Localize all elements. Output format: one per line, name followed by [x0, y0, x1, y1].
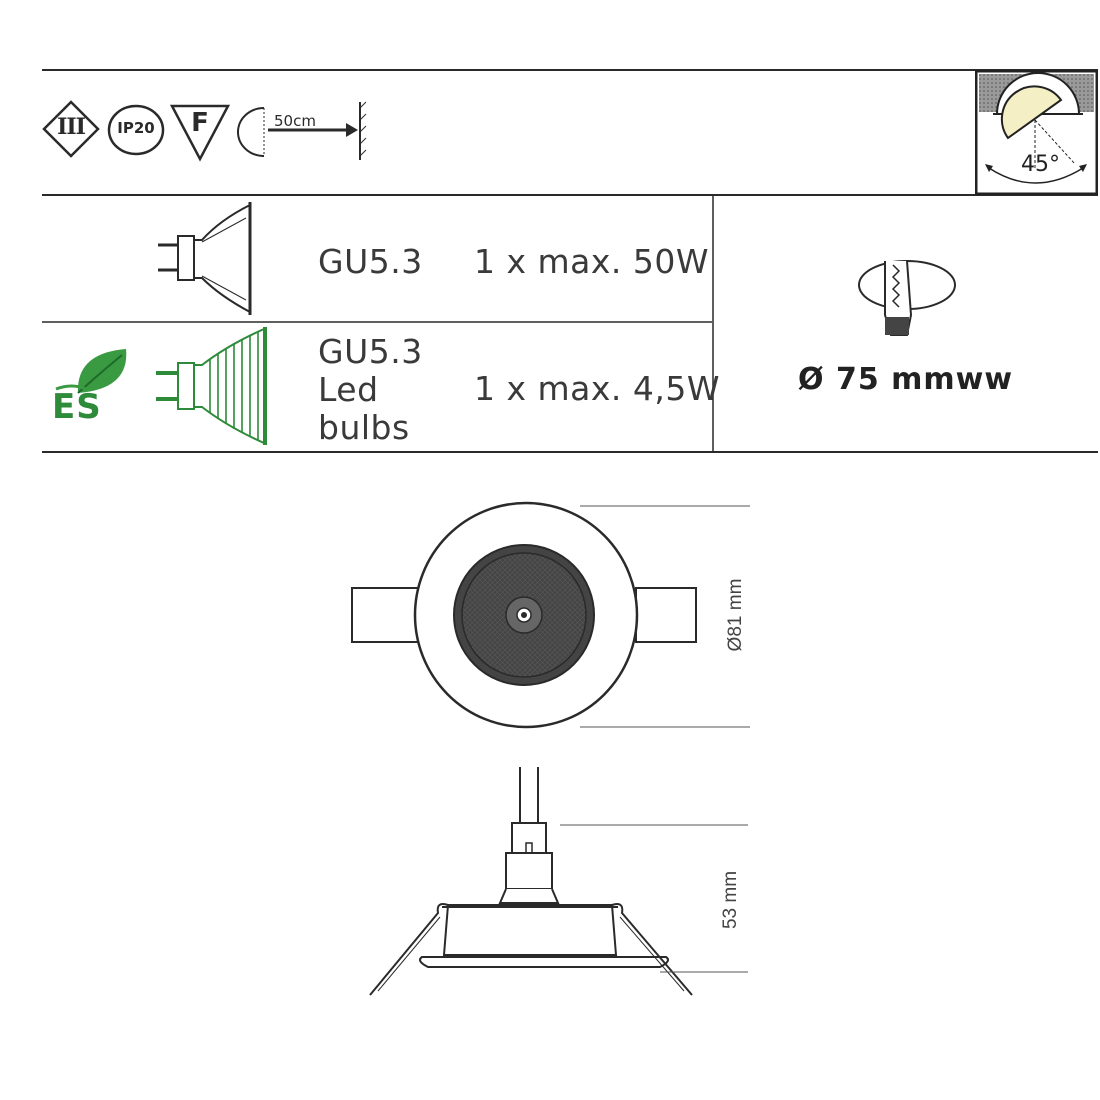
- distance-arrow-icon: [237, 101, 367, 160]
- leaf-icon: [55, 349, 127, 394]
- min-distance-symbol: 50cm: [234, 100, 374, 162]
- diamond-icon: [42, 100, 100, 158]
- tilt-angle-box: 45°: [975, 70, 1098, 195]
- fixture-side-view: [369, 767, 748, 996]
- spec-table-lines: [42, 69, 1098, 453]
- row1-power: 1 x max. 50W: [474, 242, 710, 281]
- ip20-label: IP20: [117, 119, 155, 137]
- f-mark-label: F: [191, 108, 209, 138]
- halogen-bulb-icon: [158, 202, 252, 315]
- row2-socket-line-3: bulbs: [318, 408, 410, 447]
- circle-icon: [107, 104, 165, 156]
- height-dimension-label: 53 mm: [720, 870, 741, 930]
- height-dimension-wrap: 53 mm: [720, 860, 750, 940]
- tilt-angle-label: 45°: [1021, 152, 1060, 177]
- tilt-angle-icon: [975, 70, 1098, 195]
- led-bulb-icon: [156, 327, 267, 445]
- ip20-symbol: IP20: [107, 104, 165, 156]
- es-label: ES: [52, 387, 102, 427]
- row1-socket: GU5.3: [318, 242, 423, 281]
- row2-power: 1 x max. 4,5W: [474, 369, 720, 408]
- class-iii-symbol: III: [42, 100, 100, 158]
- eco-es-badge: ES: [48, 345, 138, 430]
- row2-socket-line-2: Led: [318, 370, 379, 409]
- class-iii-label: III: [57, 114, 86, 140]
- diameter-dimension-wrap: Ø81 mm: [725, 575, 755, 655]
- f-mark-symbol: F: [170, 104, 230, 162]
- row2-socket-line-1: GU5.3: [318, 332, 423, 371]
- triangle-icon: [170, 104, 230, 162]
- fixture-top-view: [351, 501, 750, 729]
- diameter-dimension-label: Ø81 mm: [725, 578, 746, 652]
- ceiling-cutout-icon: [858, 260, 956, 336]
- min-distance-label: 50cm: [274, 112, 316, 130]
- cutout-diameter-label: Ø 75 mmww: [798, 362, 1014, 397]
